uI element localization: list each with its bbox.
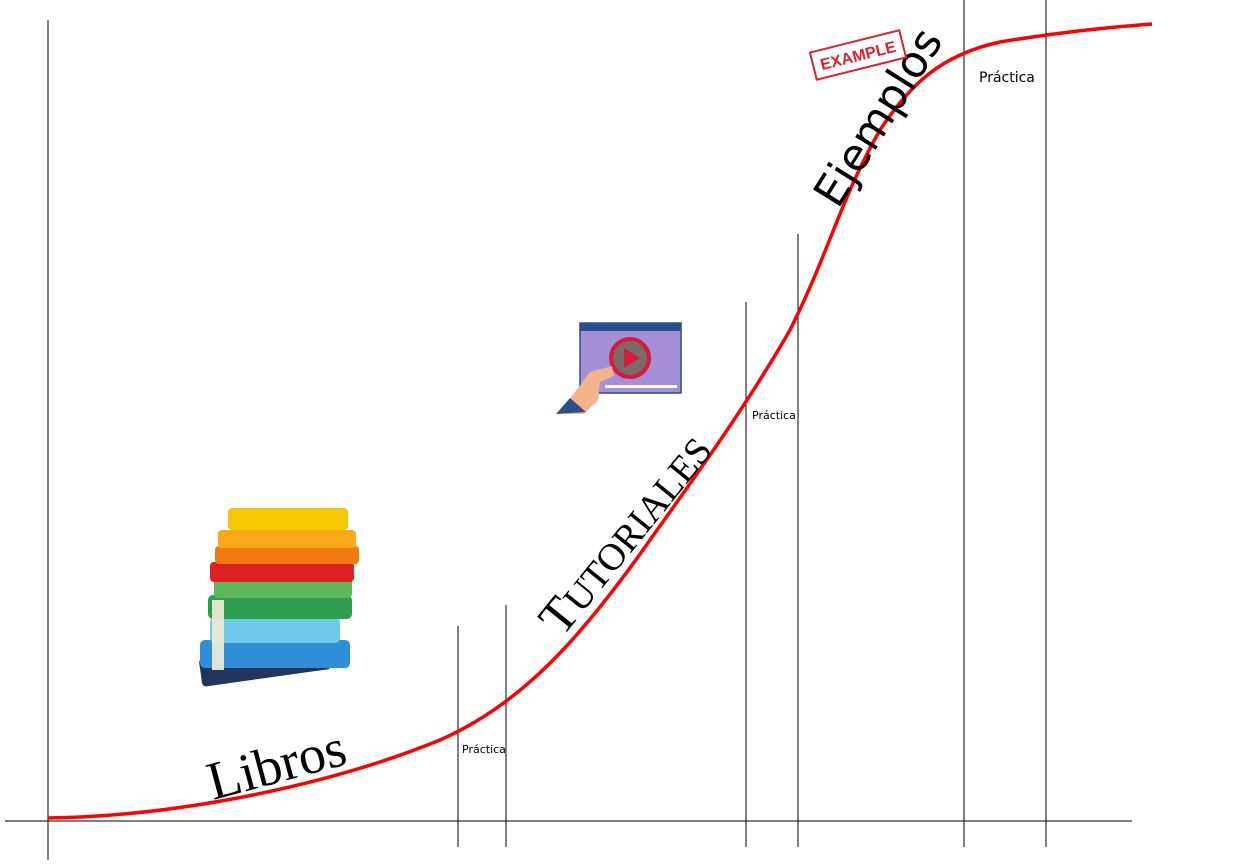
stage-label-tutoriales: TUTORIALES [527, 422, 722, 645]
practice-label-2: Práctica [752, 409, 796, 422]
books-stack-icon [199, 508, 359, 687]
practice-divider-1 [457, 605, 507, 847]
practice-label-1: Práctica [462, 743, 506, 756]
video-tutorial-icon [556, 322, 682, 414]
practice-divider-3 [963, 0, 1047, 847]
practice-divider-2 [745, 234, 799, 847]
stage-label-libros: Libros [201, 717, 353, 811]
learning-curve [47, 22, 1153, 820]
practice-label-3: Práctica [979, 70, 1035, 86]
